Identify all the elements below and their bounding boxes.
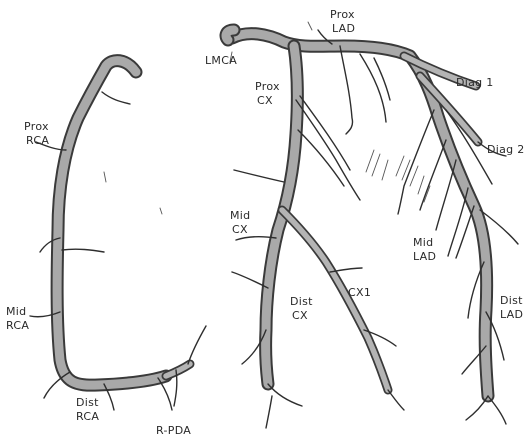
right-coronary-artery bbox=[30, 61, 206, 410]
label-r-pda: R-PDA bbox=[156, 424, 191, 437]
svg-text:Prox: Prox bbox=[330, 8, 355, 21]
label-lmca: LMCA bbox=[205, 54, 237, 67]
label-mid-cx: Mid CX bbox=[230, 209, 250, 236]
svg-text:LAD: LAD bbox=[332, 22, 355, 35]
svg-text:Mid: Mid bbox=[230, 209, 250, 222]
label-diag-1: Diag 1 bbox=[456, 76, 494, 89]
label-dist-lad: Dist LAD bbox=[500, 294, 523, 321]
label-mid-rca: Mid RCA bbox=[6, 305, 29, 332]
svg-text:Dist: Dist bbox=[290, 295, 313, 308]
svg-text:Prox: Prox bbox=[255, 80, 280, 93]
svg-text:Dist: Dist bbox=[500, 294, 523, 307]
label-mid-lad: Mid LAD bbox=[413, 236, 436, 263]
label-dist-cx: Dist CX bbox=[290, 295, 313, 322]
svg-text:Mid: Mid bbox=[6, 305, 26, 318]
svg-text:Dist: Dist bbox=[76, 396, 99, 409]
label-prox-lad: Prox LAD bbox=[330, 8, 355, 35]
svg-text:Mid: Mid bbox=[413, 236, 433, 249]
svg-text:RCA: RCA bbox=[6, 319, 29, 332]
label-cx1: CX1 bbox=[348, 286, 371, 299]
svg-text:LAD: LAD bbox=[413, 250, 436, 263]
svg-text:CX: CX bbox=[232, 223, 248, 236]
svg-text:CX: CX bbox=[292, 309, 308, 322]
svg-text:LAD: LAD bbox=[500, 308, 523, 321]
svg-text:RCA: RCA bbox=[26, 134, 49, 147]
svg-text:CX: CX bbox=[257, 94, 273, 107]
svg-text:Prox: Prox bbox=[24, 120, 49, 133]
label-dist-rca: Dist RCA bbox=[76, 396, 99, 423]
label-prox-cx: Prox CX bbox=[255, 80, 280, 107]
svg-text:RCA: RCA bbox=[76, 410, 99, 423]
label-prox-rca: Prox RCA bbox=[24, 120, 49, 147]
label-diag-2: Diag 2 bbox=[487, 143, 525, 156]
